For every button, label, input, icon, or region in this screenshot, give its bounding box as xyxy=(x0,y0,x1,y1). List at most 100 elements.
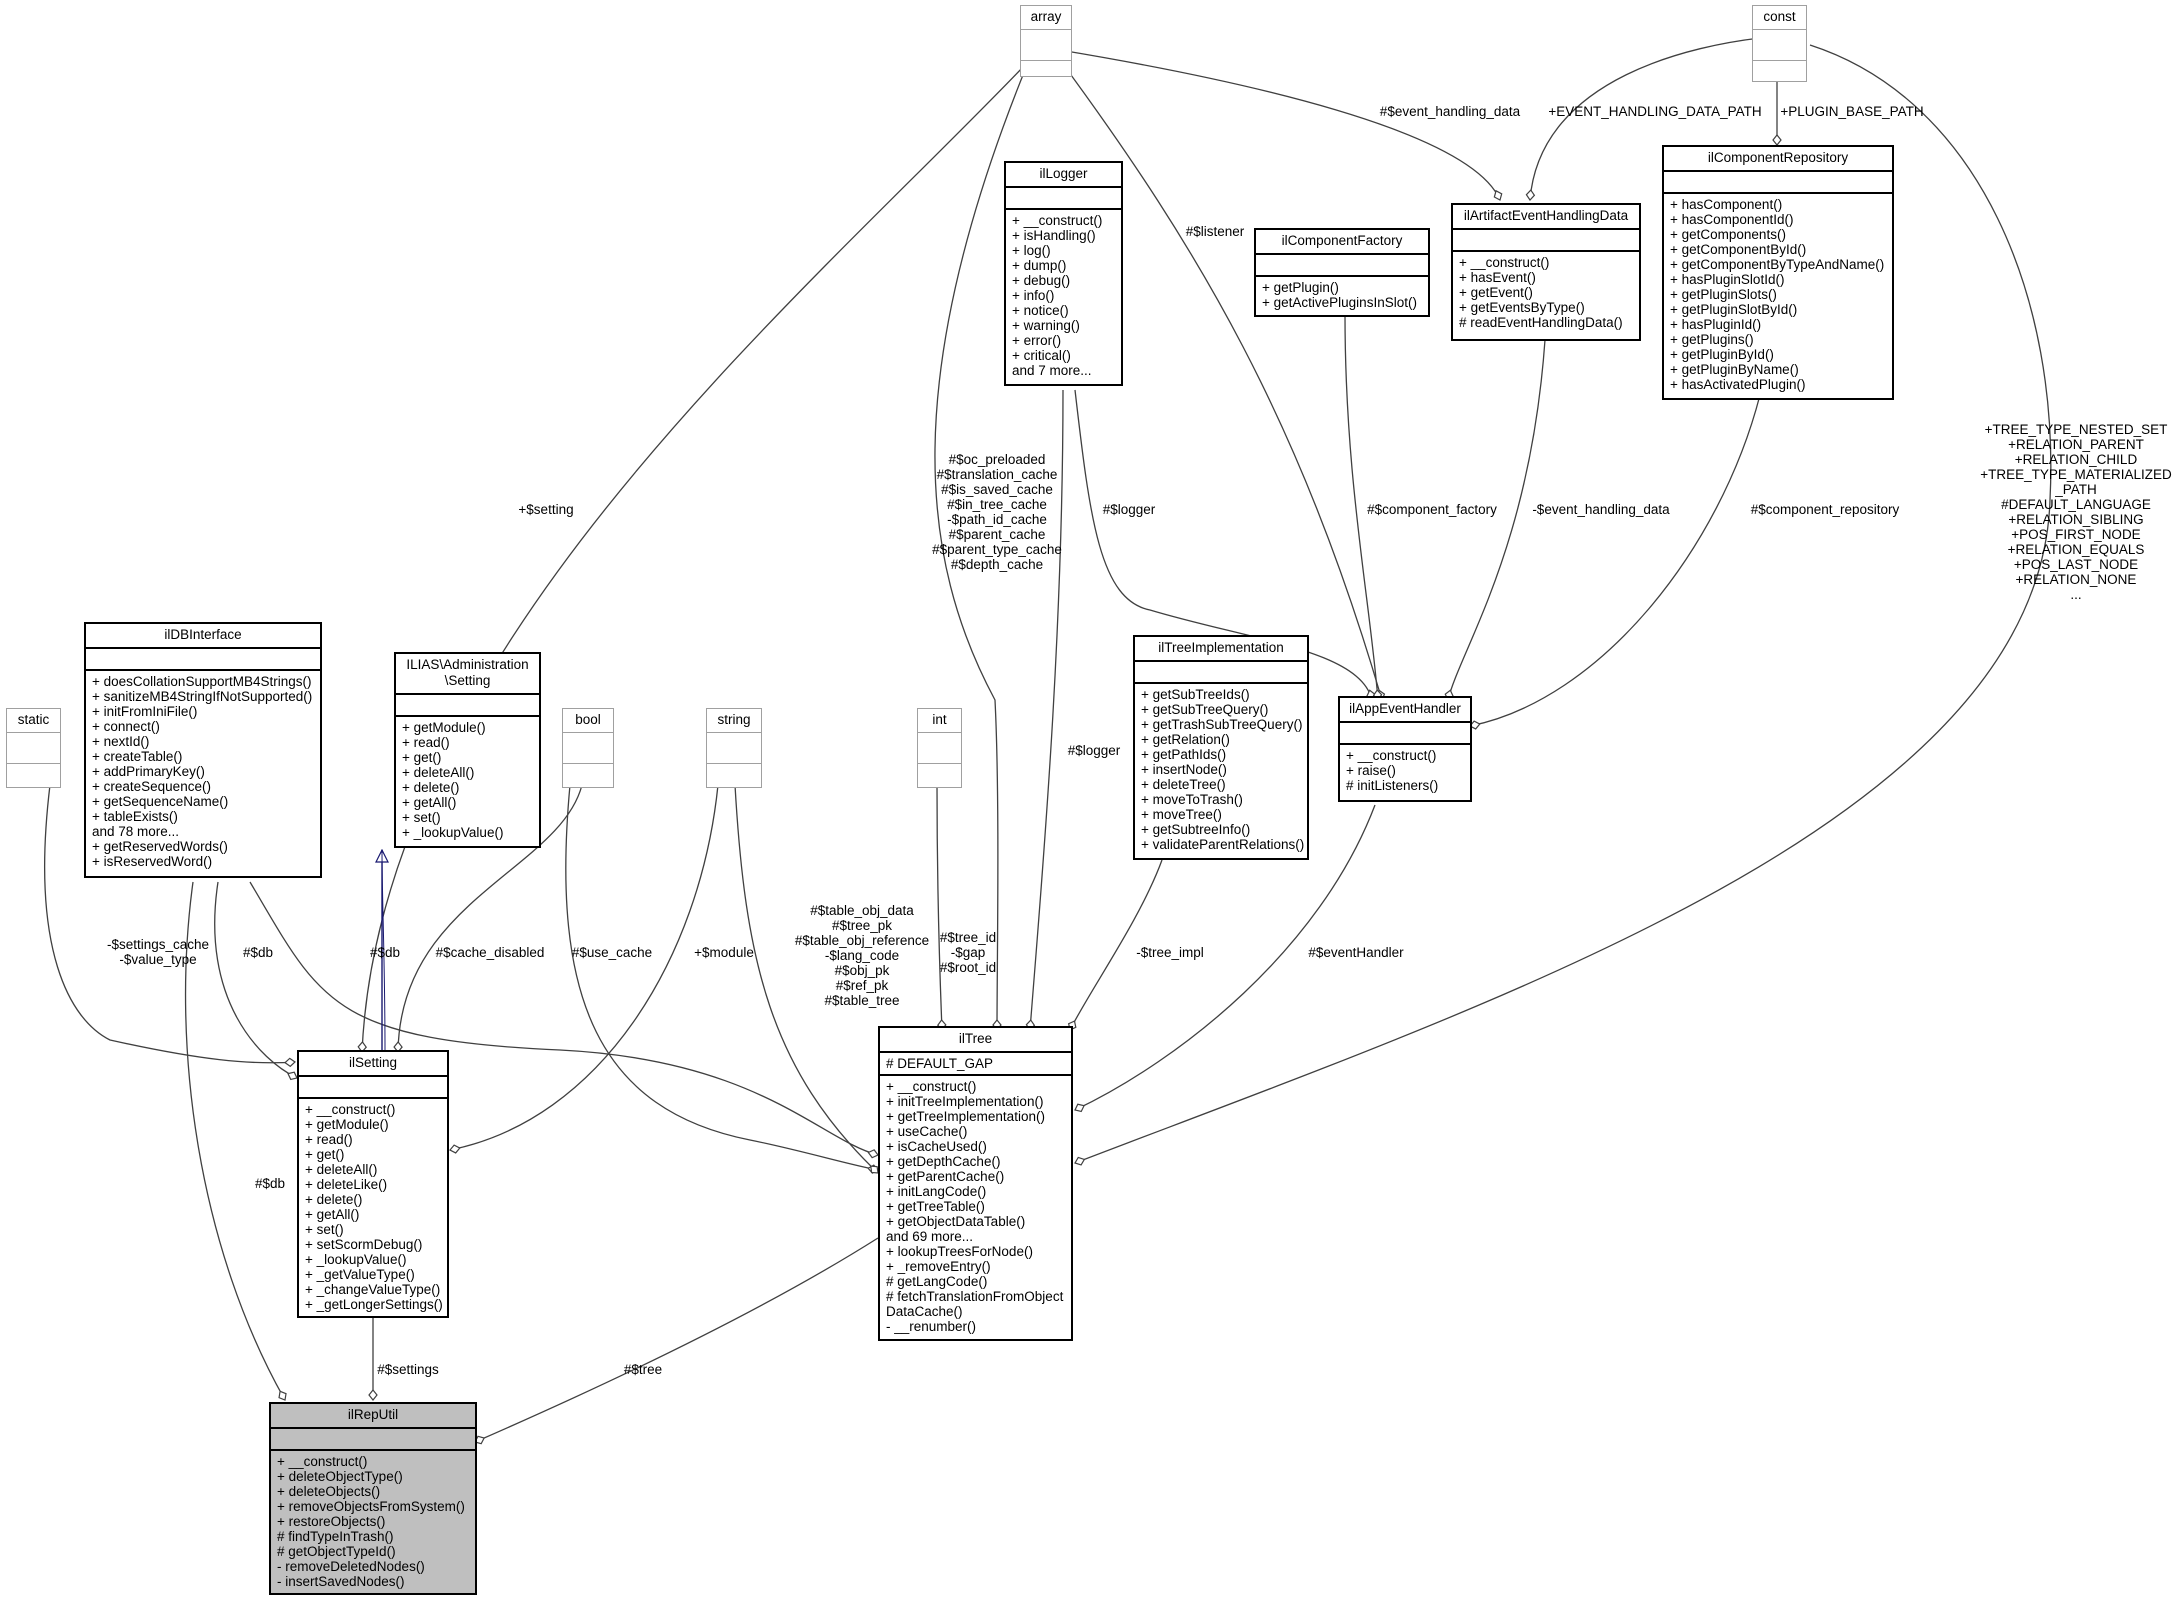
class-name: ilRepUtil xyxy=(347,1407,399,1422)
methods-section xyxy=(1021,60,1071,91)
class-ilreputil[interactable]: ilRepUtil + __construct() + deleteObject… xyxy=(269,1402,477,1595)
class-bool[interactable]: bool xyxy=(562,708,614,788)
edge-label-event-handler: #$eventHandler xyxy=(1308,945,1404,960)
edge-artifact-apphandler xyxy=(1444,339,1546,701)
edge-static-ilsetting xyxy=(44,784,296,1068)
attributes-section: # DEFAULT_GAP xyxy=(880,1051,1071,1074)
class-name: static xyxy=(17,712,50,727)
attributes-section xyxy=(563,732,613,763)
edge-label-component-repository: #$component_repository xyxy=(1750,502,1900,517)
class-iltree[interactable]: ilTree # DEFAULT_GAP + __construct() + i… xyxy=(878,1026,1073,1341)
methods-section: + doesCollationSupportMB4Strings() + san… xyxy=(86,669,320,872)
class-string[interactable]: string xyxy=(706,708,762,788)
class-name: bool xyxy=(575,712,601,727)
class-name: const xyxy=(1763,9,1796,24)
attributes-section xyxy=(86,647,320,669)
attributes-section xyxy=(918,732,961,763)
edge-repository-apphandler xyxy=(1469,394,1761,730)
edge-const-artifact xyxy=(1525,37,1761,201)
edge-label-db-tree: #$db xyxy=(369,945,401,960)
edge-label-table-fields: #$table_obj_data #$tree_pk #$table_obj_r… xyxy=(794,903,930,1008)
edge-logger-apphandler xyxy=(1074,389,1376,701)
attributes-section xyxy=(396,693,539,715)
class-name: ilSetting xyxy=(348,1055,398,1070)
edge-label-logger-handler: #$logger xyxy=(1102,502,1156,517)
methods-section: + getPlugin() + getActivePluginsInSlot() xyxy=(1256,275,1428,313)
edge-label-plugin-base-path: +PLUGIN_BASE_PATH xyxy=(1780,104,1924,119)
class-name: ILIAS\Administration \Setting xyxy=(406,657,529,688)
class-int[interactable]: int xyxy=(917,708,962,788)
class-name: ilTreeImplementation xyxy=(1158,640,1284,655)
class-name: ilComponentRepository xyxy=(1707,150,1849,165)
methods-section: + getModule() + read() + get() + deleteA… xyxy=(396,715,539,843)
edge-label-event-handling-data-path: +EVENT_HANDLING_DATA_PATH xyxy=(1548,104,1762,119)
edge-label-caches: #$oc_preloaded #$translation_cache #$is_… xyxy=(932,452,1062,572)
edge-label-module: +$module xyxy=(694,945,754,960)
attributes-section xyxy=(1135,660,1307,682)
methods-section xyxy=(707,763,761,794)
methods-section: + __construct() + getModule() + read() +… xyxy=(299,1097,447,1315)
attributes-section xyxy=(1753,29,1806,60)
edge-bool-ilsetting xyxy=(393,784,583,1053)
class-ilias-administration-setting[interactable]: ILIAS\Administration \Setting + getModul… xyxy=(394,652,541,848)
class-iltreeimplementation[interactable]: ilTreeImplementation + getSubTreeIds() +… xyxy=(1133,635,1309,860)
edge-logger-iltree xyxy=(1025,389,1064,1031)
edge-label-event-handling-data: #$event_handling_data xyxy=(1379,104,1521,119)
methods-section: + __construct() + deleteObjectType() + d… xyxy=(271,1449,475,1592)
class-name: string xyxy=(717,712,751,727)
edge-label-cache-disabled: #$cache_disabled xyxy=(435,945,545,960)
attributes-section xyxy=(271,1427,475,1449)
attributes-section xyxy=(1006,186,1121,208)
methods-section: + __construct() + hasEvent() + getEvent(… xyxy=(1453,250,1639,333)
edge-const-iltree xyxy=(1074,44,2052,1166)
class-ilsetting[interactable]: ilSetting + __construct() + getModule() … xyxy=(297,1050,449,1318)
edge-label-db-setting: #$db xyxy=(242,945,274,960)
edge-label-component-factory: #$component_factory xyxy=(1367,502,1497,517)
edge-iltree-reputil xyxy=(474,1237,879,1445)
attributes-section xyxy=(1664,170,1892,192)
class-name: int xyxy=(932,712,947,727)
edge-int-iltree xyxy=(936,784,947,1031)
edge-label-listener: #$listener xyxy=(1185,224,1245,239)
edge-label-tree-id: #$tree_id -$gap #$root_id xyxy=(939,930,997,975)
edge-interface-ilsetting-inherit-2 xyxy=(381,849,386,1053)
edge-label-setting: +$setting xyxy=(518,502,574,517)
edge-label-settings-cache: -$settings_cache -$value_type xyxy=(106,937,210,967)
edge-label-logger-tree: #$logger xyxy=(1067,743,1121,758)
edge-array-ilsetting xyxy=(357,64,1026,1053)
methods-section: + hasComponent() + hasComponentId() + ge… xyxy=(1664,192,1892,395)
edge-dbinterface-iltree xyxy=(249,881,879,1159)
class-ildbinterface[interactable]: ilDBInterface + doesCollationSupportMB4S… xyxy=(84,622,322,878)
edge-string-ilsetting xyxy=(449,784,719,1154)
class-name: ilAppEventHandler xyxy=(1349,701,1461,716)
class-illogger[interactable]: ilLogger + __construct() + isHandling() … xyxy=(1004,161,1123,386)
class-ilartifacteventhandlingdata[interactable]: ilArtifactEventHandlingData + __construc… xyxy=(1451,203,1641,341)
edge-dbinterface-reputil xyxy=(184,881,287,1401)
edge-label-use-cache: #$use_cache xyxy=(571,945,653,960)
edge-label-tree: #$tree xyxy=(623,1362,663,1377)
methods-section: + __construct() + raise() # initListener… xyxy=(1340,743,1470,796)
edge-label-constants: +TREE_TYPE_NESTED_SET +RELATION_PARENT +… xyxy=(1980,422,2172,602)
class-const[interactable]: const xyxy=(1752,5,1807,82)
edge-label-db-reputil: #$db xyxy=(254,1176,286,1191)
edge-string-iltree xyxy=(734,784,879,1174)
class-name: ilTree xyxy=(958,1031,993,1046)
class-ilappeventhandler[interactable]: ilAppEventHandler + __construct() + rais… xyxy=(1338,696,1472,802)
edge-label-event-handling-data-private: -$event_handling_data xyxy=(1532,502,1670,517)
attributes-section xyxy=(7,732,60,763)
edge-array-artifact xyxy=(1059,49,1503,201)
class-ilcomponentfactory[interactable]: ilComponentFactory + getPlugin() + getAc… xyxy=(1254,228,1430,317)
edge-label-tree-impl: -$tree_impl xyxy=(1136,945,1204,960)
class-name: ilDBInterface xyxy=(164,627,242,642)
attributes-section xyxy=(707,732,761,763)
class-name: ilComponentFactory xyxy=(1281,233,1403,248)
class-array[interactable]: array xyxy=(1020,5,1072,77)
methods-section xyxy=(563,763,613,794)
class-name: ilArtifactEventHandlingData xyxy=(1463,208,1629,223)
methods-section: + __construct() + initTreeImplementation… xyxy=(880,1074,1071,1337)
class-static[interactable]: static xyxy=(6,708,61,788)
class-ilcomponentrepository[interactable]: ilComponentRepository + hasComponent() +… xyxy=(1662,145,1894,400)
methods-section xyxy=(7,763,60,794)
methods-section xyxy=(918,763,961,794)
edge-dbinterface-ilsetting xyxy=(214,881,298,1081)
